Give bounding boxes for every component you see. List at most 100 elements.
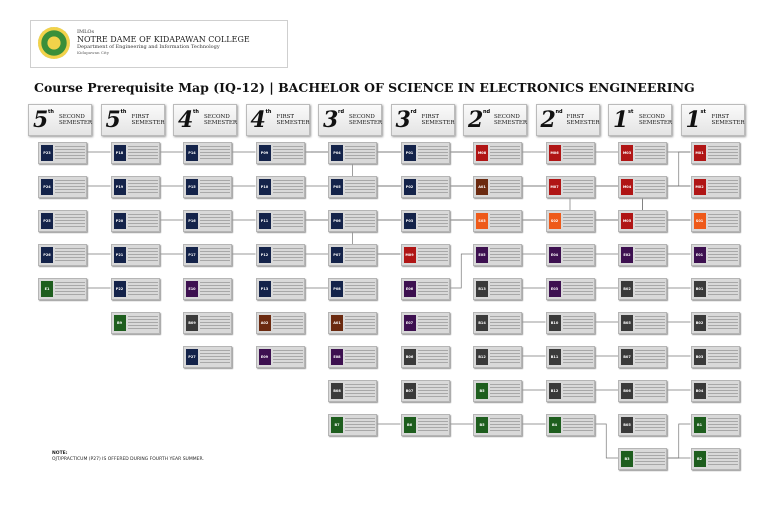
course-node-e02: E02 <box>618 244 667 266</box>
course-code: E01 <box>693 247 706 263</box>
course-title <box>345 316 375 330</box>
course-node-s03: S03 <box>473 210 522 232</box>
course-node-p18: P18 <box>110 142 160 164</box>
course-title <box>490 146 520 160</box>
course-code: A01 <box>331 315 343 331</box>
course-title <box>200 180 230 194</box>
prerequisite-edge <box>449 253 473 289</box>
course-code: P24 <box>41 179 53 195</box>
course-code: B12 <box>476 349 488 365</box>
course-node-p12: P12 <box>255 244 305 266</box>
course-node-p02: P02 <box>400 176 450 198</box>
course-node-p19: P19 <box>110 176 160 198</box>
course-node-m07: M07 <box>545 176 595 198</box>
course-title <box>635 384 665 398</box>
course-title <box>127 248 158 262</box>
course-title <box>272 282 303 296</box>
course-title <box>562 418 593 432</box>
course-code: M06 <box>548 145 561 161</box>
course-title <box>562 282 593 296</box>
course-title <box>417 384 448 398</box>
course-node-b09: B09 <box>183 312 232 334</box>
semester-ordinal: th <box>265 109 272 115</box>
course-title <box>635 248 665 262</box>
course-code: B5 <box>476 383 488 399</box>
course-title <box>345 180 375 194</box>
course-node-b2: B2 <box>690 448 740 470</box>
course-title <box>490 248 520 262</box>
course-code: B01 <box>693 281 706 297</box>
course-code: B10 <box>548 315 561 331</box>
course-code: P21 <box>113 247 126 263</box>
course-node-e05: E05 <box>473 244 522 266</box>
course-node-p03: P03 <box>400 210 450 232</box>
course-code: B06 <box>403 349 416 365</box>
course-title <box>707 316 738 330</box>
course-code: E07 <box>403 315 416 331</box>
header-line1: IMLOs <box>77 29 95 35</box>
semester-ordinal: th <box>48 109 54 115</box>
course-code: M09 <box>403 247 416 263</box>
course-code: M08 <box>476 145 488 161</box>
course-title <box>562 214 593 228</box>
course-code: B13 <box>476 281 488 297</box>
course-title <box>55 248 85 262</box>
course-node-b4: B4 <box>545 414 595 436</box>
course-code: E09 <box>258 349 271 365</box>
course-node-m08: M08 <box>473 142 522 164</box>
course-code: M03 <box>621 145 633 161</box>
course-node-s01: S01 <box>690 210 740 232</box>
course-node-s02: S02 <box>545 210 595 232</box>
course-node-p27: P27 <box>183 346 232 368</box>
course-node-e09: E09 <box>255 346 305 368</box>
course-code: B4 <box>548 417 561 433</box>
course-title <box>635 452 665 466</box>
semester-ordinal: nd <box>555 109 563 115</box>
course-code: M07 <box>548 179 561 195</box>
prerequisite-edge <box>667 423 691 459</box>
course-title <box>127 214 158 228</box>
course-node-e07: E07 <box>400 312 450 334</box>
course-code: P09 <box>258 145 271 161</box>
course-title <box>200 214 230 228</box>
course-node-b13: B13 <box>473 278 522 300</box>
course-code: P07 <box>331 247 343 263</box>
course-title <box>417 248 448 262</box>
college-name: NOTRE DAME OF KIDAPAWAN COLLEGE <box>77 35 250 44</box>
course-title <box>272 248 303 262</box>
course-title <box>272 316 303 330</box>
course-code: P19 <box>113 179 126 195</box>
course-node-p15: P15 <box>183 176 232 198</box>
course-title <box>707 214 738 228</box>
course-code: B6 <box>403 417 416 433</box>
course-code: P06 <box>331 213 343 229</box>
course-title <box>635 350 665 364</box>
course-title <box>127 146 158 160</box>
course-node-b05: B05 <box>618 312 667 334</box>
course-title <box>417 146 448 160</box>
course-node-b5: B5 <box>473 380 522 402</box>
course-node-b11: B11 <box>545 346 595 368</box>
course-code: B11 <box>548 349 561 365</box>
course-code: S03 <box>476 213 488 229</box>
course-title <box>55 146 85 160</box>
course-node-p08: P08 <box>328 278 377 300</box>
course-code: P04 <box>331 145 343 161</box>
course-code: B3 <box>621 451 633 467</box>
course-node-p04: P04 <box>328 142 377 164</box>
course-code: P08 <box>331 281 343 297</box>
course-code: P20 <box>113 213 126 229</box>
course-node-b02: B02 <box>618 278 667 300</box>
course-node-b07: B07 <box>400 380 450 402</box>
course-node-e01: E01 <box>690 244 740 266</box>
semester-ordinal: nd <box>483 109 491 115</box>
course-title <box>490 418 520 432</box>
course-node-b9: B9 <box>110 312 160 334</box>
course-title <box>345 384 375 398</box>
